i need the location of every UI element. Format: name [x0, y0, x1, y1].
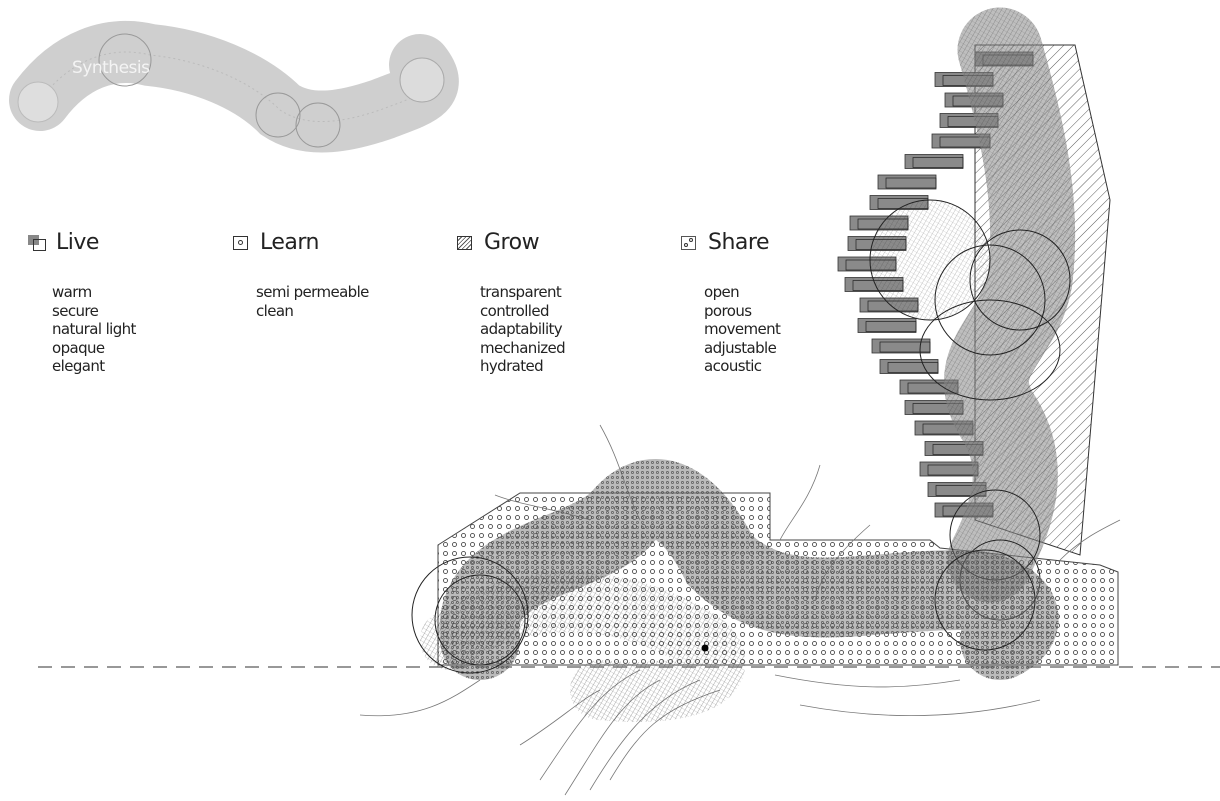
category-label: Learn [260, 230, 320, 255]
attribute: hydrated [480, 357, 544, 375]
dotted-box-icon [232, 235, 250, 251]
category-label: Live [56, 230, 99, 255]
attribute: secure [52, 301, 99, 320]
category-label: Grow [484, 230, 540, 255]
attribute: warm [52, 283, 92, 301]
grow-tube [869, 7, 1076, 621]
hatched-box-icon [456, 235, 474, 251]
live-box-outline [879, 341, 931, 353]
synthesis-tube [9, 21, 459, 153]
attribute: adjustable [704, 338, 777, 357]
live-box [879, 359, 939, 374]
stacked-boxes-icon [28, 234, 46, 251]
attribute: natural light [52, 320, 136, 338]
live-box-outline [912, 157, 964, 168]
attribute: movement [704, 320, 781, 338]
attribute: opaque [52, 338, 105, 357]
marker-dot [701, 644, 709, 652]
live-box-outline [887, 362, 939, 373]
attribute: elegant [52, 357, 105, 375]
porous-box-icon [680, 235, 698, 251]
category-grow: Grow transparent controlled adaptability… [456, 230, 566, 376]
attribute: acoustic [704, 357, 762, 375]
learn-tube [411, 459, 1059, 722]
live-box [877, 174, 937, 190]
synthesis-title: Synthesis [72, 58, 150, 78]
live-box [857, 318, 917, 333]
live-box [904, 154, 964, 169]
attribute: transparent [480, 283, 562, 301]
category-label: Share [708, 230, 770, 255]
attribute: porous [704, 301, 752, 320]
category-live: Live warm secure natural light opaque el… [28, 230, 136, 376]
attribute: adaptability [480, 320, 563, 338]
category-learn: Learn semi permeable clean [232, 230, 369, 320]
attribute: open [704, 283, 740, 301]
live-box [919, 461, 979, 477]
category-share: Share open porous movement adjustable ac… [680, 230, 781, 376]
attribute: clean [256, 301, 294, 320]
attribute: controlled [480, 301, 550, 320]
live-box-outline [885, 177, 937, 189]
attribute: semi permeable [256, 283, 369, 301]
attribute: mechanized [480, 338, 566, 357]
live-box-outline [865, 321, 917, 332]
